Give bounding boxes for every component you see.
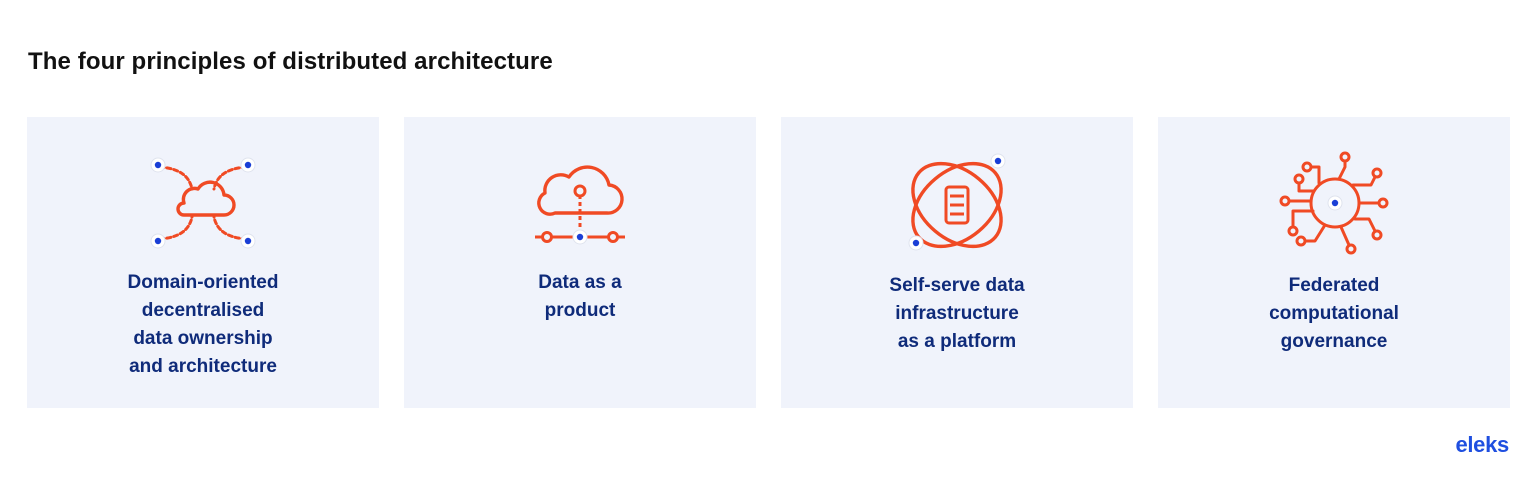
- cloud-network-icon: [148, 153, 258, 253]
- principle-label: Data as a product: [538, 272, 622, 321]
- circuit-governance-icon: [1279, 151, 1389, 255]
- principle-card-governance: Federated computational governance: [1158, 117, 1510, 408]
- cloud-data-product-icon: [525, 153, 635, 253]
- principles-row: Domain-oriented decentralised data owner…: [27, 117, 1510, 408]
- eleks-logo: eleks: [1455, 432, 1509, 457]
- atom-chip-icon: [902, 153, 1012, 253]
- principle-card-domain-ownership: Domain-oriented decentralised data owner…: [27, 117, 379, 408]
- principle-label: Federated computational governance: [1269, 275, 1399, 352]
- principle-label: Self-serve data infrastructure as a plat…: [889, 275, 1025, 352]
- page-title: The four principles of distributed archi…: [28, 48, 553, 75]
- principle-label: Domain-oriented decentralised data owner…: [127, 272, 279, 377]
- principle-card-data-product: Data as a product: [404, 117, 756, 408]
- principle-card-self-serve: Self-serve data infrastructure as a plat…: [781, 117, 1133, 408]
